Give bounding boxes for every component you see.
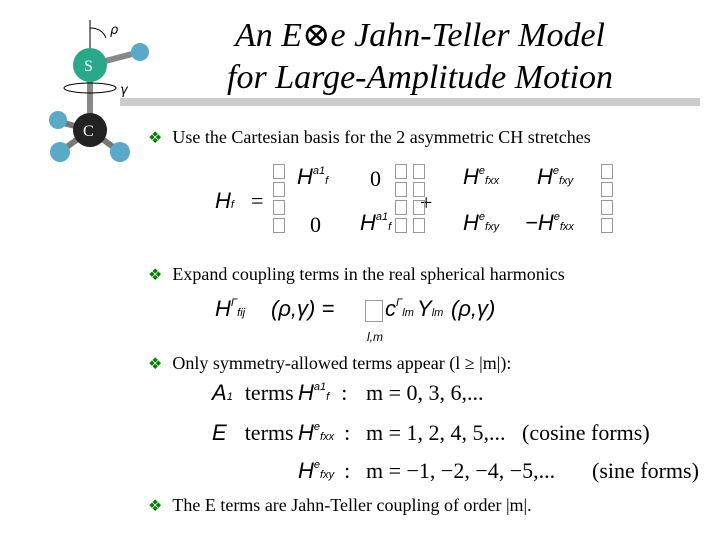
bullet-4-text: The E terms are Jahn-Teller coupling of … <box>172 495 532 515</box>
sulfur-atom <box>73 48 107 82</box>
hydrogen-atom <box>110 142 130 162</box>
terms-e1-values: m = 1, 2, 4, 5,... <box>366 420 506 445</box>
carbon-label: C <box>83 123 94 140</box>
hydrogen-atom <box>50 142 70 162</box>
terms-a1-row: A1 terms <box>212 380 294 405</box>
molecule-diagram: S C ρ γ <box>49 20 149 162</box>
rho-label: ρ <box>110 23 119 38</box>
hydrogen-atom <box>131 43 149 61</box>
terms-a1-symbol: Ha1f : <box>298 380 348 405</box>
expansion-equation: HΓfij (ρ,γ) = cΓlm Ylm (ρ,γ) l,m <box>215 296 496 344</box>
diamond-bullet-icon: ❖ <box>148 354 163 373</box>
bullet-4: ❖ The E terms are Jahn-Teller coupling of… <box>148 494 532 517</box>
terms-e1-row: E terms <box>212 420 294 445</box>
bullet-3: ❖ Only symmetry-allowed terms appear (l ≥… <box>148 352 511 375</box>
terms-e1-note: (cosine forms) <box>522 420 650 445</box>
title-rule <box>120 98 700 106</box>
bullet-2-text: Expand coupling terms in the real spheri… <box>172 264 565 284</box>
sulfur-label: S <box>84 58 93 75</box>
terms-e1-symbol: Hefxx : <box>298 420 351 445</box>
terms-a1-values: m = 0, 3, 6,... <box>366 380 484 405</box>
gamma-label: γ <box>120 83 129 98</box>
carbon-atom <box>73 113 107 147</box>
diamond-bullet-icon: ❖ <box>148 128 163 147</box>
diamond-bullet-icon: ❖ <box>148 496 163 515</box>
hamiltonian-equation: Hf = Ha1f 0 0 Ha1f + Hefxx Hefxy Hefxy −… <box>215 160 615 250</box>
terms-e2-note: (sine forms) <box>592 458 699 483</box>
title-line-1: An E⊗e Jahn-Teller Model <box>235 17 605 54</box>
hydrogen-atom <box>49 111 67 129</box>
bullet-3-text: Only symmetry-allowed terms appear (l ≥ … <box>172 353 512 373</box>
bullet-1: ❖ Use the Cartesian basis for the 2 asymm… <box>148 126 591 149</box>
diamond-bullet-icon: ❖ <box>148 265 163 284</box>
terms-e2-symbol: Hefxy : <box>298 458 351 483</box>
terms-e2-values: m = −1, −2, −4, −5,... <box>366 458 556 483</box>
bullet-2: ❖ Expand coupling terms in the real spher… <box>148 263 565 286</box>
title-line-2: for Large-Amplitude Motion <box>227 59 613 96</box>
bullet-1-text: Use the Cartesian basis for the 2 asymme… <box>172 127 591 147</box>
